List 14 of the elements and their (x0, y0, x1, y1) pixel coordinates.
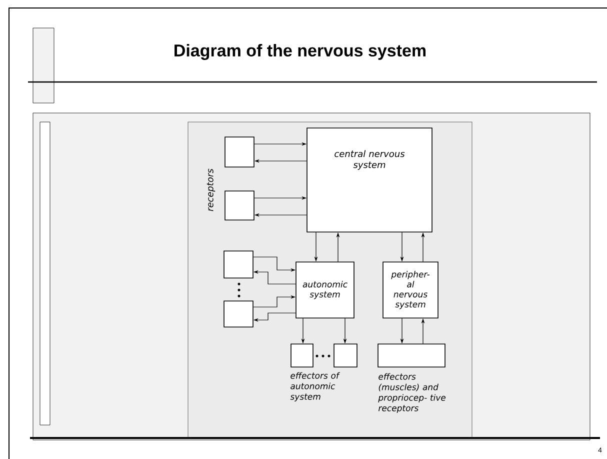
receptor-box (224, 300, 254, 328)
system-box: peripher- al nervous system (382, 262, 438, 318)
system-box: autonomic system (296, 262, 354, 318)
vertical-label: receptors (206, 168, 216, 212)
receptor-box (224, 250, 254, 278)
node-caption: effectors (muscles) and propriocep- tive receptors (378, 373, 446, 413)
effector-box (290, 344, 314, 368)
receptor-box (224, 190, 254, 220)
caption-text: effectors of autonomic system (290, 372, 340, 402)
slide-title: Diagram of the nervous system (174, 44, 426, 60)
system-box: central nervous system (306, 128, 432, 232)
effector-box (378, 344, 446, 368)
effector-box (334, 344, 358, 368)
receptor-box (224, 136, 254, 168)
